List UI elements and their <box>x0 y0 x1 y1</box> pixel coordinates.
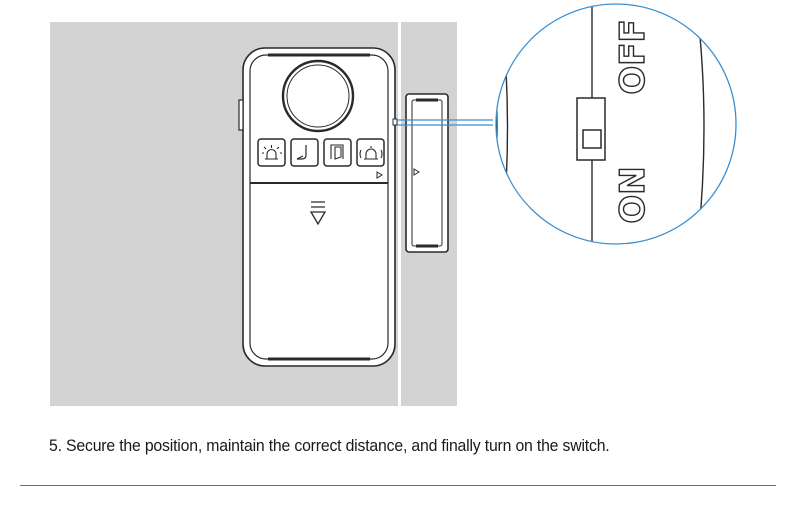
alignment-arrow-left <box>413 168 420 176</box>
switch-zoom-callout: ON OFF <box>495 3 737 245</box>
alarm-icon <box>257 138 286 167</box>
magnet-outer-body <box>405 93 449 253</box>
chime-footstep-icon <box>290 138 319 167</box>
speaker-grille <box>281 59 355 133</box>
power-switch-knob <box>582 129 602 149</box>
switch-marker <box>392 118 398 126</box>
alarm-main-unit <box>238 47 396 367</box>
zoom-circle-fill <box>496 4 736 244</box>
switch-label-off: OFF <box>613 19 653 94</box>
section-divider <box>20 485 776 486</box>
side-button <box>238 99 244 131</box>
switch-label-on: ON <box>613 166 653 223</box>
power-switch-track <box>576 97 606 161</box>
installation-diagram: ON OFF <box>50 3 737 406</box>
frame-gap <box>398 22 401 406</box>
instruction-caption: 5. Secure the position, maintain the cor… <box>49 436 610 455</box>
doorbell-icon <box>356 138 385 167</box>
speaker-grille-inner <box>286 64 350 128</box>
callout-pointer <box>392 118 493 126</box>
battery-cover-arrow <box>309 201 327 226</box>
mode-icon-row <box>257 138 385 167</box>
alignment-arrow-right <box>376 171 383 179</box>
door-icon <box>323 138 352 167</box>
magnet-sensor <box>405 93 449 253</box>
zoom-circle-border <box>495 3 737 245</box>
